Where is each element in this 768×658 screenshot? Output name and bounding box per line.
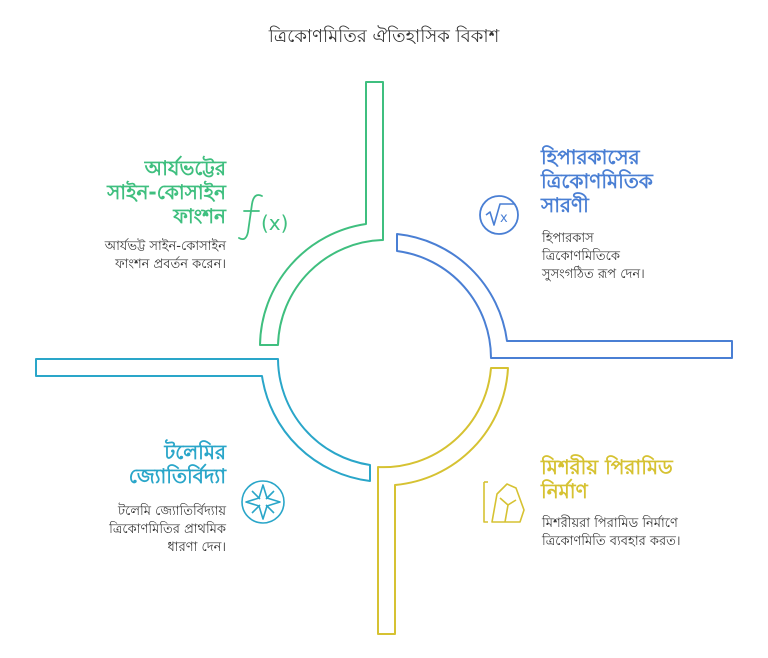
heading-line: ত্রিকোণমিতিক — [541, 169, 653, 193]
hipparchus-heading: হিপারকাসের ত্রিকোণমিতিক সারণী — [541, 145, 741, 217]
aryabhata-heading: আর্যভট্টের সাইন-কোসাইন ফাংশন — [40, 156, 226, 228]
heading-line: সাইন-কোসাইন — [107, 180, 226, 204]
desc-line: টলেমি জ্যোতির্বিদ্যায় — [118, 504, 226, 519]
egypt-description: মিশরীয়রা পিরামিড নির্মাণে ত্রিকোণমিতি ব… — [542, 515, 757, 551]
teal-arc-arm — [35, 358, 371, 482]
heading-line: হিপারকাসের — [541, 145, 640, 169]
green-arc-arm — [259, 81, 384, 346]
desc-line: আর্যভট্ট সাইন-কোসাইন — [104, 239, 226, 254]
svg-text:x: x — [500, 211, 508, 226]
desc-line: ত্রিকোণমিতিকে — [542, 249, 620, 264]
heading-line: মিশরীয় পিরামিড — [541, 455, 673, 479]
desc-line: সুসংগঠিত রূপ দেন। — [542, 267, 645, 282]
desc-line: ফাংশন প্রবর্তন করেন। — [115, 257, 226, 272]
desc-line: ত্রিকোণমিতি ব্যবহার করত। — [542, 534, 681, 549]
svg-text:(x): (x) — [261, 211, 288, 235]
aryabhata-description: আর্যভট্ট সাইন-কোসাইন ফাংশন প্রবর্তন করেন… — [30, 238, 226, 274]
hipparchus-description: হিপারকাস ত্রিকোণমিতিকে সুসংগঠিত রূপ দেন। — [542, 230, 742, 284]
function-fx-icon: (x) — [238, 194, 288, 241]
blue-arc-arm — [396, 233, 733, 359]
desc-line: ত্রিকোণমিতির প্রাথমিক — [109, 522, 226, 537]
yellow-arc-arm — [377, 367, 509, 635]
pyramid-rock-icon — [483, 481, 525, 523]
desc-line: ধারণা দেন। — [167, 540, 226, 555]
heading-line: ফাংশন — [173, 204, 226, 228]
heading-line: টলেমির — [164, 440, 226, 464]
square-root-icon: x — [479, 195, 519, 235]
ptolemy-heading: টলেমির জ্যোতির্বিদ্যা — [40, 440, 226, 488]
heading-line: নির্মাণ — [541, 479, 588, 503]
heading-line: জ্যোতির্বিদ্যা — [128, 464, 226, 488]
heading-line: সারণী — [541, 193, 589, 217]
compass-star-icon — [241, 480, 285, 524]
egypt-heading: মিশরীয় পিরামিড নির্মাণ — [541, 455, 751, 503]
diagram-title: ত্রিকোণমিতির ঐতিহাসিক বিকাশ — [268, 26, 500, 47]
ptolemy-description: টলেমি জ্যোতির্বিদ্যায় ত্রিকোণমিতির প্রা… — [20, 503, 226, 557]
desc-line: মিশরীয়রা পিরামিড নির্মাণে — [542, 516, 678, 531]
heading-line: আর্যভট্টের — [144, 156, 226, 180]
desc-line: হিপারকাস — [542, 231, 594, 246]
